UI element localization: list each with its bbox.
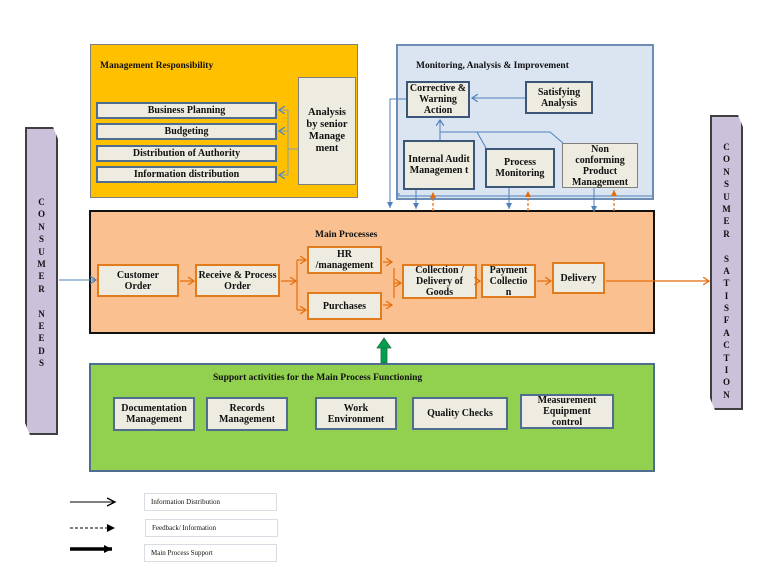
consumer-satisfaction-letter: F bbox=[723, 315, 730, 326]
monitoring-connectors bbox=[387, 98, 597, 212]
consumer-satisfaction-letter: C bbox=[723, 142, 730, 152]
main-processes-title: Main Processes bbox=[315, 230, 378, 240]
main-process-arrows bbox=[180, 260, 709, 310]
consumer-needs-letter: O bbox=[37, 209, 45, 220]
consumer-satisfaction-letter: N bbox=[723, 389, 730, 400]
consumer-satisfaction-letter: U bbox=[723, 191, 730, 202]
support-item-documentation[interactable]: Documentation Management bbox=[113, 397, 195, 431]
corrective-warning-box[interactable]: Corrective & Warning Action bbox=[406, 81, 470, 118]
support-item-label: Measurement Equipment control bbox=[537, 395, 597, 428]
support-item-label: Records Management bbox=[218, 403, 276, 425]
consumer-needs-letter: E bbox=[38, 320, 45, 331]
mgmt-item-distribution-authority[interactable]: Distribution of Authority bbox=[96, 145, 277, 162]
mgmt-item-label: Business Planning bbox=[147, 105, 226, 116]
analysis-label: Analysis by senior Manage ment bbox=[306, 107, 348, 154]
consumer-satisfaction-letter: O bbox=[722, 377, 730, 388]
support-item-work-environment[interactable]: Work Environment bbox=[315, 397, 397, 430]
consumer-satisfaction-letter: I bbox=[724, 290, 729, 301]
receive-process-order-box[interactable]: Receive & Process Order bbox=[195, 264, 280, 297]
support-item-label: Documentation Management bbox=[121, 403, 187, 425]
hr-label: HR /management bbox=[315, 249, 374, 271]
support-item-label: Work Environment bbox=[327, 402, 385, 425]
consumer-satisfaction-letter: I bbox=[724, 365, 729, 376]
support-item-quality-checks[interactable]: Quality Checks bbox=[412, 397, 508, 430]
consumer-satisfaction-letter: S bbox=[723, 303, 729, 314]
consumer-needs-letter: C bbox=[38, 197, 45, 207]
legend-label-main-support: Main Process Support bbox=[144, 544, 277, 562]
consumer-satisfaction-letter: C bbox=[723, 340, 730, 351]
mgmt-item-label: Distribution of Authority bbox=[132, 148, 241, 159]
consumer-satisfaction-letter: T bbox=[723, 352, 730, 363]
nonconforming-label: Non conforming Product Management bbox=[571, 143, 629, 188]
legend-label-information: Information Distribution bbox=[144, 493, 277, 511]
payment-label: Payment Collectio n bbox=[489, 264, 528, 298]
internal-audit-label: Internal Audit Managemen t bbox=[408, 154, 470, 176]
support-item-records[interactable]: Records Management bbox=[206, 397, 288, 431]
mgmt-item-budgeting[interactable]: Budgeting bbox=[96, 123, 277, 140]
consumer-needs-letter: E bbox=[38, 333, 45, 344]
corrective-label: Corrective & Warning Action bbox=[409, 83, 467, 116]
consumer-needs-letter: S bbox=[38, 234, 44, 245]
consumer-needs-letter: D bbox=[38, 345, 45, 356]
consumer-satisfaction-letter: A bbox=[723, 327, 730, 338]
analysis-senior-management-box[interactable]: Analysis by senior Manage ment bbox=[298, 77, 356, 185]
consumer-satisfaction-letter: N bbox=[723, 166, 730, 177]
consumer-needs-letter: N bbox=[38, 221, 45, 232]
support-item-measurement-equipment[interactable]: Measurement Equipment control bbox=[520, 394, 614, 429]
consumer-satisfaction-letter: S bbox=[723, 253, 729, 264]
consumer-needs-letter: N bbox=[38, 308, 45, 319]
legend-label-feedback: Feedback/ Information bbox=[145, 519, 278, 537]
consumer-satisfaction-letter: R bbox=[723, 228, 730, 239]
support-title: Support activities for the Main Process … bbox=[213, 373, 423, 383]
consumer-satisfaction-letter: E bbox=[723, 216, 730, 227]
consumer-needs-letter: E bbox=[38, 271, 45, 282]
mgmt-item-label: Budgeting bbox=[164, 126, 209, 137]
process-monitoring-box[interactable]: Process Monitoring bbox=[485, 148, 555, 188]
consumer-satisfaction-letter: S bbox=[723, 179, 729, 190]
customer-order-box[interactable]: Customer Order bbox=[97, 264, 179, 297]
consumer-needs-letter: M bbox=[37, 258, 46, 269]
hr-management-box[interactable]: HR /management bbox=[307, 246, 382, 274]
customer-order-label: Customer Order bbox=[116, 269, 160, 292]
mgmt-item-information-distribution[interactable]: Information distribution bbox=[96, 166, 277, 183]
nonconforming-product-box[interactable]: Non conforming Product Management bbox=[562, 143, 638, 188]
receive-process-label: Receive & Process Order bbox=[198, 269, 277, 292]
consumer-needs-letter: U bbox=[38, 246, 45, 257]
monitoring-title: Monitoring, Analysis & Improvement bbox=[416, 61, 569, 71]
consumer-satisfaction-letter: T bbox=[723, 278, 730, 289]
mgmt-item-business-planning[interactable]: Business Planning bbox=[96, 102, 277, 119]
purchases-box[interactable]: Purchases bbox=[307, 292, 382, 320]
consumer-needs-letter: R bbox=[38, 283, 45, 294]
management-title: Management Responsibility bbox=[100, 61, 214, 71]
satisfying-analysis-box[interactable]: Satisfying Analysis bbox=[525, 81, 593, 114]
satisfying-label: Satisfying Analysis bbox=[537, 86, 581, 109]
mgmt-item-label: Information distribution bbox=[133, 169, 240, 180]
payment-collection-box[interactable]: Payment Collectio n bbox=[481, 264, 536, 298]
consumer-satisfaction-letter: O bbox=[722, 154, 730, 165]
consumer-satisfaction-letter: M bbox=[722, 203, 731, 214]
analysis-to-mgmt-connector bbox=[279, 110, 298, 175]
feedback-arrows bbox=[430, 190, 617, 211]
process-monitoring-label: Process Monitoring bbox=[495, 157, 545, 179]
support-item-label: Quality Checks bbox=[427, 408, 493, 419]
internal-audit-box[interactable]: Internal Audit Managemen t bbox=[403, 140, 475, 190]
consumer-satisfaction-letter: A bbox=[723, 265, 730, 276]
collection-label: Collection / Delivery of Goods bbox=[415, 265, 464, 298]
consumer-needs-letter: S bbox=[38, 358, 44, 369]
support-arrow bbox=[376, 337, 392, 364]
delivery-box[interactable]: Delivery bbox=[552, 262, 605, 294]
delivery-label: Delivery bbox=[560, 272, 597, 284]
purchases-label: Purchases bbox=[322, 300, 367, 312]
collection-delivery-box[interactable]: Collection / Delivery of Goods bbox=[402, 264, 477, 299]
